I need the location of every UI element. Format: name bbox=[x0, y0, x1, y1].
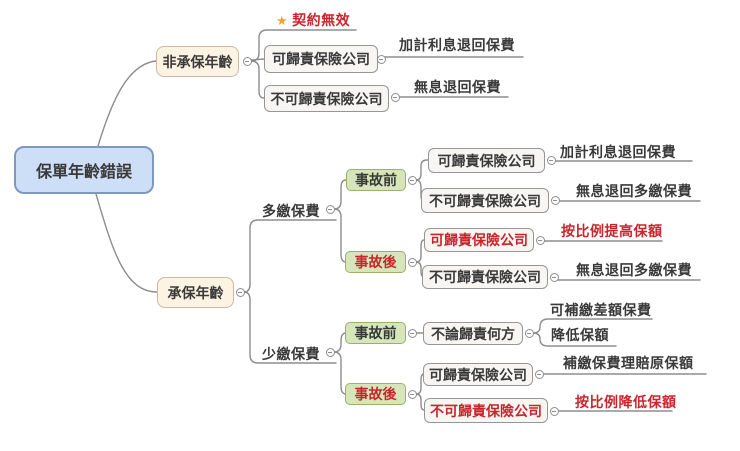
collapse-button[interactable] bbox=[235, 287, 245, 297]
outcome-lower-coverage-proportionally[interactable]: 按比例降低保額 bbox=[575, 394, 677, 410]
node-after-event-underpaid[interactable]: 事故後 bbox=[345, 383, 406, 405]
collapse-button[interactable] bbox=[549, 272, 559, 282]
node-covered-age[interactable]: 承保年齡 bbox=[157, 277, 234, 308]
star-icon: ★ bbox=[276, 13, 289, 28]
node-attributable-insurer-top[interactable]: 可歸責保險公司 bbox=[264, 45, 378, 73]
collapse-button[interactable] bbox=[546, 155, 556, 165]
contract-void-label: 契約無效 bbox=[292, 12, 351, 28]
collapse-button[interactable] bbox=[390, 92, 400, 102]
node-attributable-underpaid-after[interactable]: 可歸責保險公司 bbox=[423, 363, 533, 386]
node-non-covered-age[interactable]: 非承保年齡 bbox=[156, 46, 239, 77]
outcome-refund-overpaid-no-interest-2[interactable]: 無息退回多繳保費 bbox=[576, 262, 692, 278]
node-not-attributable-underpaid-after[interactable]: 不可歸責保險公司 bbox=[424, 398, 548, 423]
collapse-button[interactable] bbox=[376, 54, 386, 64]
node-before-event-underpaid[interactable]: 事故前 bbox=[345, 322, 406, 344]
collapse-button[interactable] bbox=[534, 369, 544, 379]
collapse-button[interactable] bbox=[549, 406, 559, 416]
collapse-button[interactable] bbox=[325, 204, 335, 214]
node-before-event-overpaid[interactable]: 事故前 bbox=[346, 169, 406, 191]
collapse-button[interactable] bbox=[242, 56, 252, 66]
outcome-lower-coverage[interactable]: 降低保額 bbox=[551, 327, 609, 343]
node-overpaid-premium[interactable]: 多繳保費 bbox=[262, 203, 320, 219]
collapse-button[interactable] bbox=[524, 328, 534, 338]
node-underpaid-premium[interactable]: 少繳保費 bbox=[262, 346, 320, 362]
node-not-attributable-insurer-top[interactable]: 不可歸責保險公司 bbox=[264, 85, 389, 112]
collapse-button[interactable] bbox=[407, 257, 417, 267]
outcome-raise-coverage-proportionally[interactable]: 按比例提高保額 bbox=[561, 223, 663, 239]
collapse-button[interactable] bbox=[535, 235, 545, 245]
collapse-button[interactable] bbox=[325, 347, 335, 357]
node-attributable-overpaid-after[interactable]: 可歸責保險公司 bbox=[424, 228, 534, 252]
collapse-button[interactable] bbox=[550, 195, 560, 205]
node-not-attributable-overpaid-before[interactable]: 不可歸責保險公司 bbox=[421, 188, 549, 213]
outcome-refund-no-interest-top[interactable]: 無息退回保費 bbox=[414, 79, 501, 95]
node-attributable-overpaid-before[interactable]: 可歸責保險公司 bbox=[428, 148, 545, 173]
node-not-attributable-overpaid-after[interactable]: 不可歸責保險公司 bbox=[422, 265, 548, 289]
collapse-button[interactable] bbox=[407, 389, 417, 399]
outcome-refund-overpaid-no-interest-1[interactable]: 無息退回多繳保費 bbox=[576, 183, 692, 199]
node-either-party[interactable]: 不論歸責何方 bbox=[423, 322, 523, 345]
node-contract-void[interactable]: ★契約無效 bbox=[276, 10, 350, 30]
outcome-refund-with-interest-mid[interactable]: 加計利息退回保費 bbox=[560, 144, 676, 160]
collapse-button[interactable] bbox=[407, 328, 417, 338]
collapse-button[interactable] bbox=[407, 175, 417, 185]
outcome-pay-premium-claim-original[interactable]: 補繳保費理賠原保額 bbox=[563, 355, 694, 371]
node-after-event-overpaid[interactable]: 事故後 bbox=[345, 251, 406, 273]
outcome-pay-difference-premium[interactable]: 可補繳差額保費 bbox=[550, 302, 652, 318]
outcome-refund-with-interest-top[interactable]: 加計利息退回保費 bbox=[399, 37, 515, 53]
node-policy-age-error[interactable]: 保單年齡錯誤 bbox=[14, 146, 154, 194]
